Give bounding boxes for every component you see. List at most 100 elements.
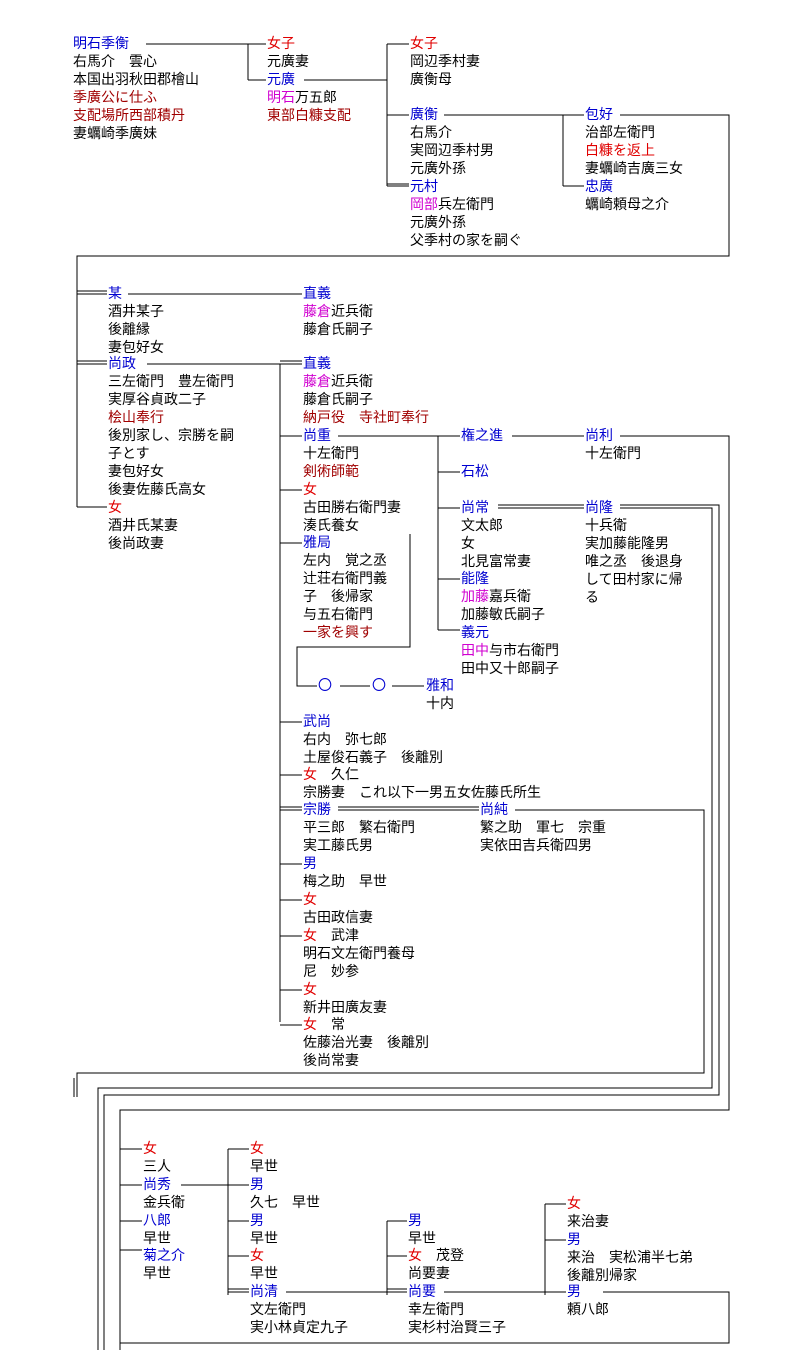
text-segment: 平三郎 繁右衛門 xyxy=(303,820,415,836)
person-detail-line: 左内 覚之丞 xyxy=(303,552,387,570)
person-detail-line: 季廣公に仕ふ xyxy=(73,89,199,107)
n-takenao: 武尚右内 弥七郎土屋俊石義子 後離別 xyxy=(303,713,443,767)
person-detail-line: 早世 xyxy=(143,1230,171,1248)
text-segment: 尚政 xyxy=(108,356,136,372)
person-detail-line: 早世 xyxy=(408,1230,436,1248)
person-detail-line: 子 後帰家 xyxy=(303,588,387,606)
person-name-line: 女 xyxy=(250,1140,278,1158)
text-segment: 常 xyxy=(317,1017,345,1033)
text-segment: 実厚谷貞政二子 xyxy=(108,392,206,408)
person-detail-line: 岡辺季村妻 xyxy=(410,53,480,71)
person-detail-line: 来治妻 xyxy=(567,1213,609,1231)
person-name-line: 元村 xyxy=(410,178,522,196)
person-detail-line: 実岡辺季村男 xyxy=(410,142,494,160)
n-g-onna-2: 女早世 xyxy=(250,1247,278,1283)
person-detail-line: 十内 xyxy=(426,695,454,713)
text-segment: 右馬介 雲心 xyxy=(73,54,157,70)
text-segment: 近兵衛 xyxy=(331,304,373,320)
text-segment: 女 xyxy=(303,767,317,783)
person-name-line: 包好 xyxy=(585,106,683,124)
person-detail-line: 早世 xyxy=(143,1265,185,1283)
person-detail-line: 辻荘右衛門義 xyxy=(303,570,387,588)
text-segment: 女 xyxy=(303,1017,317,1033)
person-detail-line: 北見富常妻 xyxy=(461,553,531,571)
text-segment: る xyxy=(585,590,599,606)
person-name-line: 女 xyxy=(567,1195,609,1213)
text-segment: 能隆 xyxy=(461,571,489,587)
n-naoyoshi-1: 直義藤倉近兵衛藤倉氏嗣子 xyxy=(303,285,373,339)
text-segment: 〇 xyxy=(318,678,332,694)
n-naotsune: 尚常文太郎女北見富常妻 xyxy=(461,499,531,571)
text-segment: 酒井氏某妻 xyxy=(108,518,178,534)
n-joshi-2: 女子岡辺季村妻廣衡母 xyxy=(410,35,480,89)
n-ggg-otoko-raihachi: 男頼八郎 xyxy=(567,1283,609,1319)
person-detail-line: 酒井氏某妻 xyxy=(108,517,178,535)
text-segment: 加藤 xyxy=(461,589,489,605)
person-detail-line: 明石文左衛門養母 xyxy=(303,945,415,963)
text-segment: 尼 妙参 xyxy=(303,964,359,980)
n-kaneyoshi: 包好治部左衛門白糠を返上妻蠣崎吉廣三女 xyxy=(585,106,683,178)
text-segment: 男 xyxy=(567,1232,581,1248)
text-segment: 女 xyxy=(250,1141,264,1157)
person-name-line: 直義 xyxy=(303,285,373,303)
n-bou: 某酒井某子後離縁妻包好女 xyxy=(108,285,164,357)
text-segment: 一家を興す xyxy=(303,625,373,641)
person-detail-line: 実依田吉兵衛四男 xyxy=(480,837,606,855)
person-detail-line: 治部左衛門 xyxy=(585,124,683,142)
n-naokiyo: 尚清文左衛門実小林貞定九子 xyxy=(250,1283,348,1337)
text-segment: 梅之助 早世 xyxy=(303,874,387,890)
person-detail-line: 後離縁 xyxy=(108,321,164,339)
text-segment: 文左衛門 xyxy=(250,1302,306,1318)
text-segment: 繁之助 軍七 宗重 xyxy=(480,820,606,836)
text-segment: 頼八郎 xyxy=(567,1302,609,1318)
n-hirohira: 廣衡右馬介実岡辺季村男元廣外孫 xyxy=(410,106,494,178)
person-detail-line: 三人 xyxy=(143,1158,171,1176)
text-segment: 尚重 xyxy=(303,428,331,444)
person-detail-line: 後尚常妻 xyxy=(303,1052,429,1070)
person-name-line: 尚純 xyxy=(480,801,606,819)
person-detail-line: 藤倉氏嗣子 xyxy=(303,391,429,409)
person-detail-line: 十兵衛 xyxy=(585,517,683,535)
person-detail-line: 加藤敏氏嗣子 xyxy=(461,606,545,624)
text-segment: 支配場所西部積丹 xyxy=(73,108,185,124)
person-detail-line: 新井田廣友妻 xyxy=(303,999,387,1017)
n-motohiro: 元廣明石万五郎東部白糠支配 xyxy=(267,71,351,125)
text-segment: 加藤敏氏嗣子 xyxy=(461,607,545,623)
text-segment: 藤倉 xyxy=(303,304,331,320)
person-detail-line: 十左衛門 xyxy=(303,445,359,463)
text-segment: 尚清 xyxy=(250,1284,278,1300)
person-detail-line: 実杉村治賢三子 xyxy=(408,1319,506,1337)
person-detail-line: 尼 妙参 xyxy=(303,963,415,981)
person-detail-line: 宗勝妻 これ以下一男五女佐藤氏所生 xyxy=(303,784,541,802)
text-segment: 元廣外孫 xyxy=(410,215,466,231)
person-name-line: 女 武津 xyxy=(303,927,415,945)
text-segment: 久仁 xyxy=(317,767,359,783)
text-segment: 女 xyxy=(303,482,317,498)
n-naoshige: 尚重十左衛門剣術師範 xyxy=(303,427,359,481)
person-name-line: 女 xyxy=(303,891,373,909)
person-name-line: 尚常 xyxy=(461,499,531,517)
text-segment: 廣衡母 xyxy=(410,72,452,88)
n-g-otoko-2: 男早世 xyxy=(250,1212,278,1248)
person-name-line: 女 xyxy=(303,981,387,999)
person-detail-line: 早世 xyxy=(250,1265,278,1283)
text-segment: 女 xyxy=(108,500,122,516)
n-tadahiro: 忠廣蠣崎頼母之介 xyxy=(585,178,669,214)
person-detail-line: 妻蠣崎吉廣三女 xyxy=(585,160,683,178)
person-name-line: 女 茂登 xyxy=(408,1247,464,1265)
text-segment: 蠣崎頼母之介 xyxy=(585,197,669,213)
person-name-line: 尚隆 xyxy=(585,499,683,517)
person-name-line: 宗勝 xyxy=(303,801,415,819)
person-name-line: 男 xyxy=(250,1176,320,1194)
n-onna-yoshida: 女古田勝右衛門妻湊氏養女 xyxy=(303,481,401,535)
text-segment: 女 xyxy=(143,1141,157,1157)
person-name-line: 義元 xyxy=(461,624,559,642)
person-name-line: 雅局 xyxy=(303,534,387,552)
person-name-line: 尚利 xyxy=(585,427,641,445)
person-detail-line: 実厚谷貞政二子 xyxy=(108,391,234,409)
text-segment: 忠廣 xyxy=(585,179,613,195)
person-detail-line: 東部白糠支配 xyxy=(267,107,351,125)
person-name-line: 雅和 xyxy=(426,677,454,695)
person-name-line: 女 常 xyxy=(303,1016,429,1034)
text-segment: 早世 xyxy=(250,1159,278,1175)
